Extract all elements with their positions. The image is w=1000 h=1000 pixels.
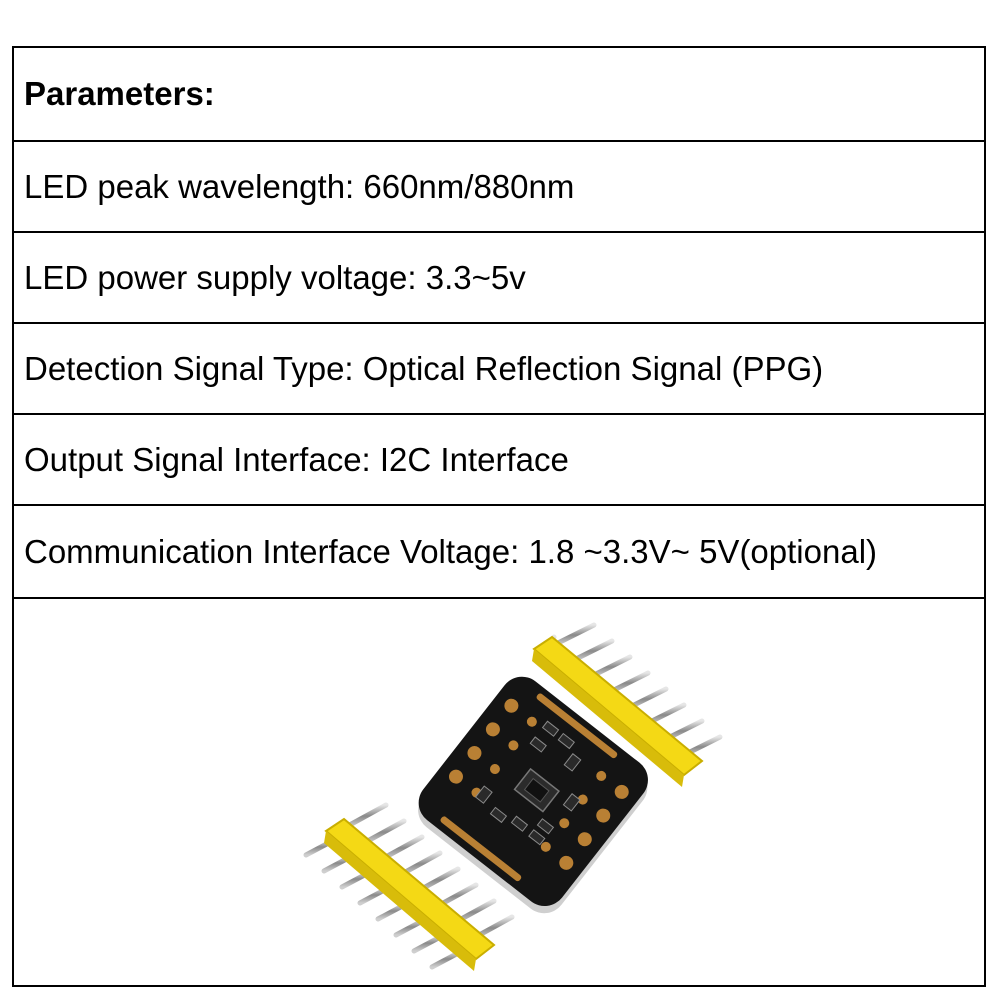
param-output-interface: Output Signal Interface: I2C Interface	[14, 415, 984, 506]
pin-header-right	[532, 622, 723, 787]
parameters-table: Parameters: LED peak wavelength: 660nm/8…	[12, 46, 986, 987]
product-image-cell	[14, 599, 984, 985]
param-interface-voltage: Communication Interface Voltage: 1.8 ~3.…	[14, 506, 984, 599]
pin-header-left	[303, 802, 515, 971]
table-header: Parameters:	[14, 48, 984, 142]
sensor-module-image	[303, 622, 723, 971]
pcb-board	[418, 676, 648, 914]
param-signal-type: Detection Signal Type: Optical Reflectio…	[14, 324, 984, 415]
param-led-wavelength: LED peak wavelength: 660nm/880nm	[14, 142, 984, 233]
param-led-voltage: LED power supply voltage: 3.3~5v	[14, 233, 984, 324]
